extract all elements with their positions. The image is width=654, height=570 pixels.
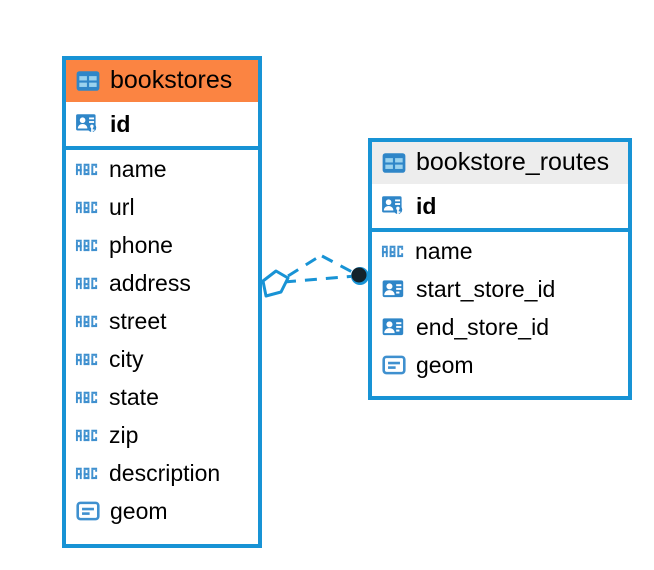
field-name: geom: [416, 351, 474, 378]
abc-text-icon: [75, 429, 98, 441]
open-diamond-marker: [261, 269, 290, 298]
primary-key-separator: [372, 228, 628, 232]
abc-text-icon: [75, 163, 98, 175]
relationship-line-upper-right: [321, 254, 357, 276]
abc-text-icon: [75, 201, 98, 213]
entity-header-bookstores: bookstores: [66, 60, 258, 102]
field-name: name: [109, 155, 167, 182]
field-row-id[interactable]: id: [66, 102, 258, 146]
field-name: id: [416, 192, 437, 219]
table-grid-icon: [382, 152, 406, 173]
abc-text-icon: [75, 467, 98, 479]
field-row-phone[interactable]: phone: [66, 226, 258, 264]
field-name: geom: [110, 497, 168, 524]
field-row-id[interactable]: id: [372, 184, 628, 228]
field-name: id: [110, 110, 131, 137]
field-name: url: [109, 193, 135, 220]
foreign-key-icon: [382, 318, 404, 336]
field-name: address: [109, 269, 191, 296]
field-name: state: [109, 383, 159, 410]
geometry-blob-icon: [382, 355, 406, 375]
abc-text-icon: [75, 391, 98, 403]
field-row-name[interactable]: name: [372, 232, 628, 270]
field-row-geom[interactable]: geom: [66, 492, 258, 530]
table-grid-icon: [76, 70, 100, 91]
field-name: zip: [109, 421, 139, 448]
field-name: city: [109, 345, 144, 372]
field-row-description[interactable]: description: [66, 454, 258, 492]
field-list-bookstore-routes: name start_store_id: [372, 232, 628, 384]
entity-header-bookstore-routes: bookstore_routes: [372, 142, 628, 184]
field-row-geom[interactable]: geom: [372, 346, 628, 384]
abc-text-icon: [75, 239, 98, 251]
relationship-line-middle: [283, 274, 357, 284]
field-name: description: [109, 459, 221, 486]
relationship-line-upper-left: [287, 254, 321, 278]
entity-title: bookstore_routes: [416, 148, 610, 176]
geometry-blob-icon: [76, 501, 100, 521]
abc-text-icon: [75, 353, 98, 365]
field-name: end_store_id: [416, 313, 549, 340]
entity-title: bookstores: [110, 66, 233, 94]
field-row-start-store-id[interactable]: start_store_id: [372, 270, 628, 308]
field-row-end-store-id[interactable]: end_store_id: [372, 308, 628, 346]
abc-text-icon: [75, 315, 98, 327]
field-name: start_store_id: [416, 275, 556, 302]
field-name: name: [415, 237, 473, 264]
abc-text-icon: [75, 277, 98, 289]
entity-bookstore-routes[interactable]: bookstore_routes id: [368, 138, 632, 400]
field-row-address[interactable]: address: [66, 264, 258, 302]
field-list-bookstores: name: [66, 150, 258, 530]
foreign-key-icon: [382, 280, 404, 298]
primary-key-icon: [76, 114, 97, 133]
filled-circle-marker: [351, 267, 369, 285]
field-name: phone: [109, 231, 173, 258]
field-row-city[interactable]: city: [66, 340, 258, 378]
field-row-url[interactable]: url: [66, 188, 258, 226]
abc-text-icon: [381, 245, 404, 257]
field-row-zip[interactable]: zip: [66, 416, 258, 454]
entity-bookstores[interactable]: bookstores id: [62, 56, 262, 548]
field-name: street: [109, 307, 167, 334]
primary-key-icon: [382, 196, 403, 215]
field-row-name[interactable]: name: [66, 150, 258, 188]
primary-key-separator: [66, 146, 258, 150]
field-row-street[interactable]: street: [66, 302, 258, 340]
field-row-state[interactable]: state: [66, 378, 258, 416]
